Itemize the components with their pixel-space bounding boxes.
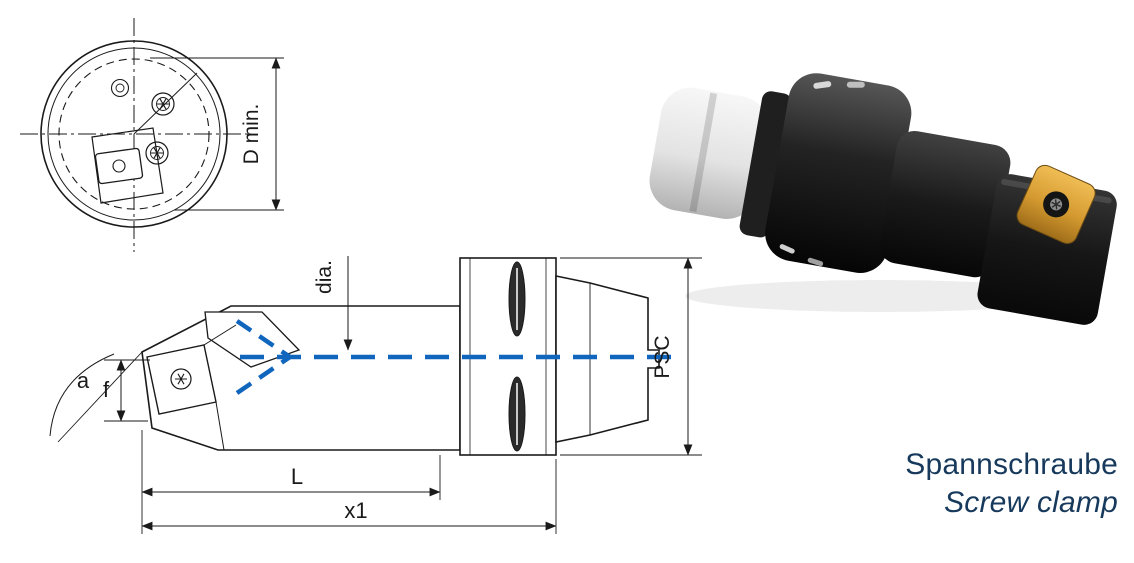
dim-label-d-min: D min. — [240, 104, 263, 165]
dim-label-dia: dia. — [313, 260, 336, 294]
clamping-nut — [765, 73, 912, 273]
min-bore-circle — [58, 58, 210, 210]
clamp-screw-2-inner — [150, 146, 164, 160]
dimension-d-min: D min. — [150, 57, 284, 211]
psc-taper — [555, 275, 660, 443]
dimension-x1: x1 — [141, 459, 557, 534]
knurl-mark — [779, 244, 795, 254]
dimension-l: L — [141, 430, 441, 534]
knurl-mark — [846, 81, 865, 88]
torx-star — [175, 373, 187, 385]
dim-label-l: L — [291, 464, 303, 489]
clamp-screw-2 — [145, 141, 169, 165]
torx-star-photo — [1051, 199, 1061, 210]
angle-arc — [49, 353, 115, 437]
coolant-nozzle-inner — [115, 83, 125, 93]
torx-screw-2 — [151, 147, 163, 159]
knurl-mark — [813, 81, 832, 89]
end-view — [20, 18, 250, 252]
knurl-mark — [807, 257, 824, 267]
dim-label-psc: PSC — [651, 335, 674, 378]
taper-groove — [689, 92, 718, 213]
coolant-path — [235, 319, 680, 395]
psc-taper-photo — [649, 87, 768, 219]
cartridge-outline — [91, 127, 164, 204]
head-edge — [215, 401, 225, 451]
collar-ring — [739, 91, 792, 238]
clamp-screw-1 — [151, 92, 175, 116]
edge-extension-line — [57, 351, 143, 443]
caption: Spannschraube Screw clamp — [905, 446, 1118, 522]
clamp-screw-1-inner — [156, 97, 170, 111]
tool-outer-circle — [40, 40, 228, 228]
dim-label-x1: x1 — [344, 498, 367, 523]
insert-clamp — [204, 311, 301, 368]
coolant-branch-upper — [235, 319, 292, 359]
dimension-angle-a-and-f: a f — [49, 351, 150, 443]
tool-chamfer-circle — [47, 47, 221, 221]
tool-photo — [649, 73, 1117, 325]
angle-label-a: a — [77, 368, 90, 393]
insert-screw-hole — [112, 159, 126, 173]
torx-screw-1 — [157, 98, 169, 110]
dim-label-f: f — [103, 377, 110, 402]
photo-shadow — [685, 280, 1075, 312]
pocket-edge — [203, 324, 237, 346]
coolant-nozzle — [110, 78, 130, 98]
insert-end-view — [94, 147, 144, 185]
caption-english: Screw clamp — [944, 486, 1118, 519]
tool-body-photo — [879, 130, 1011, 278]
coolant-branch-lower — [235, 355, 292, 395]
caption-german: Spannschraube — [905, 448, 1118, 481]
dimension-psc: PSC — [560, 257, 702, 456]
dimension-dia: dia. — [313, 256, 353, 351]
